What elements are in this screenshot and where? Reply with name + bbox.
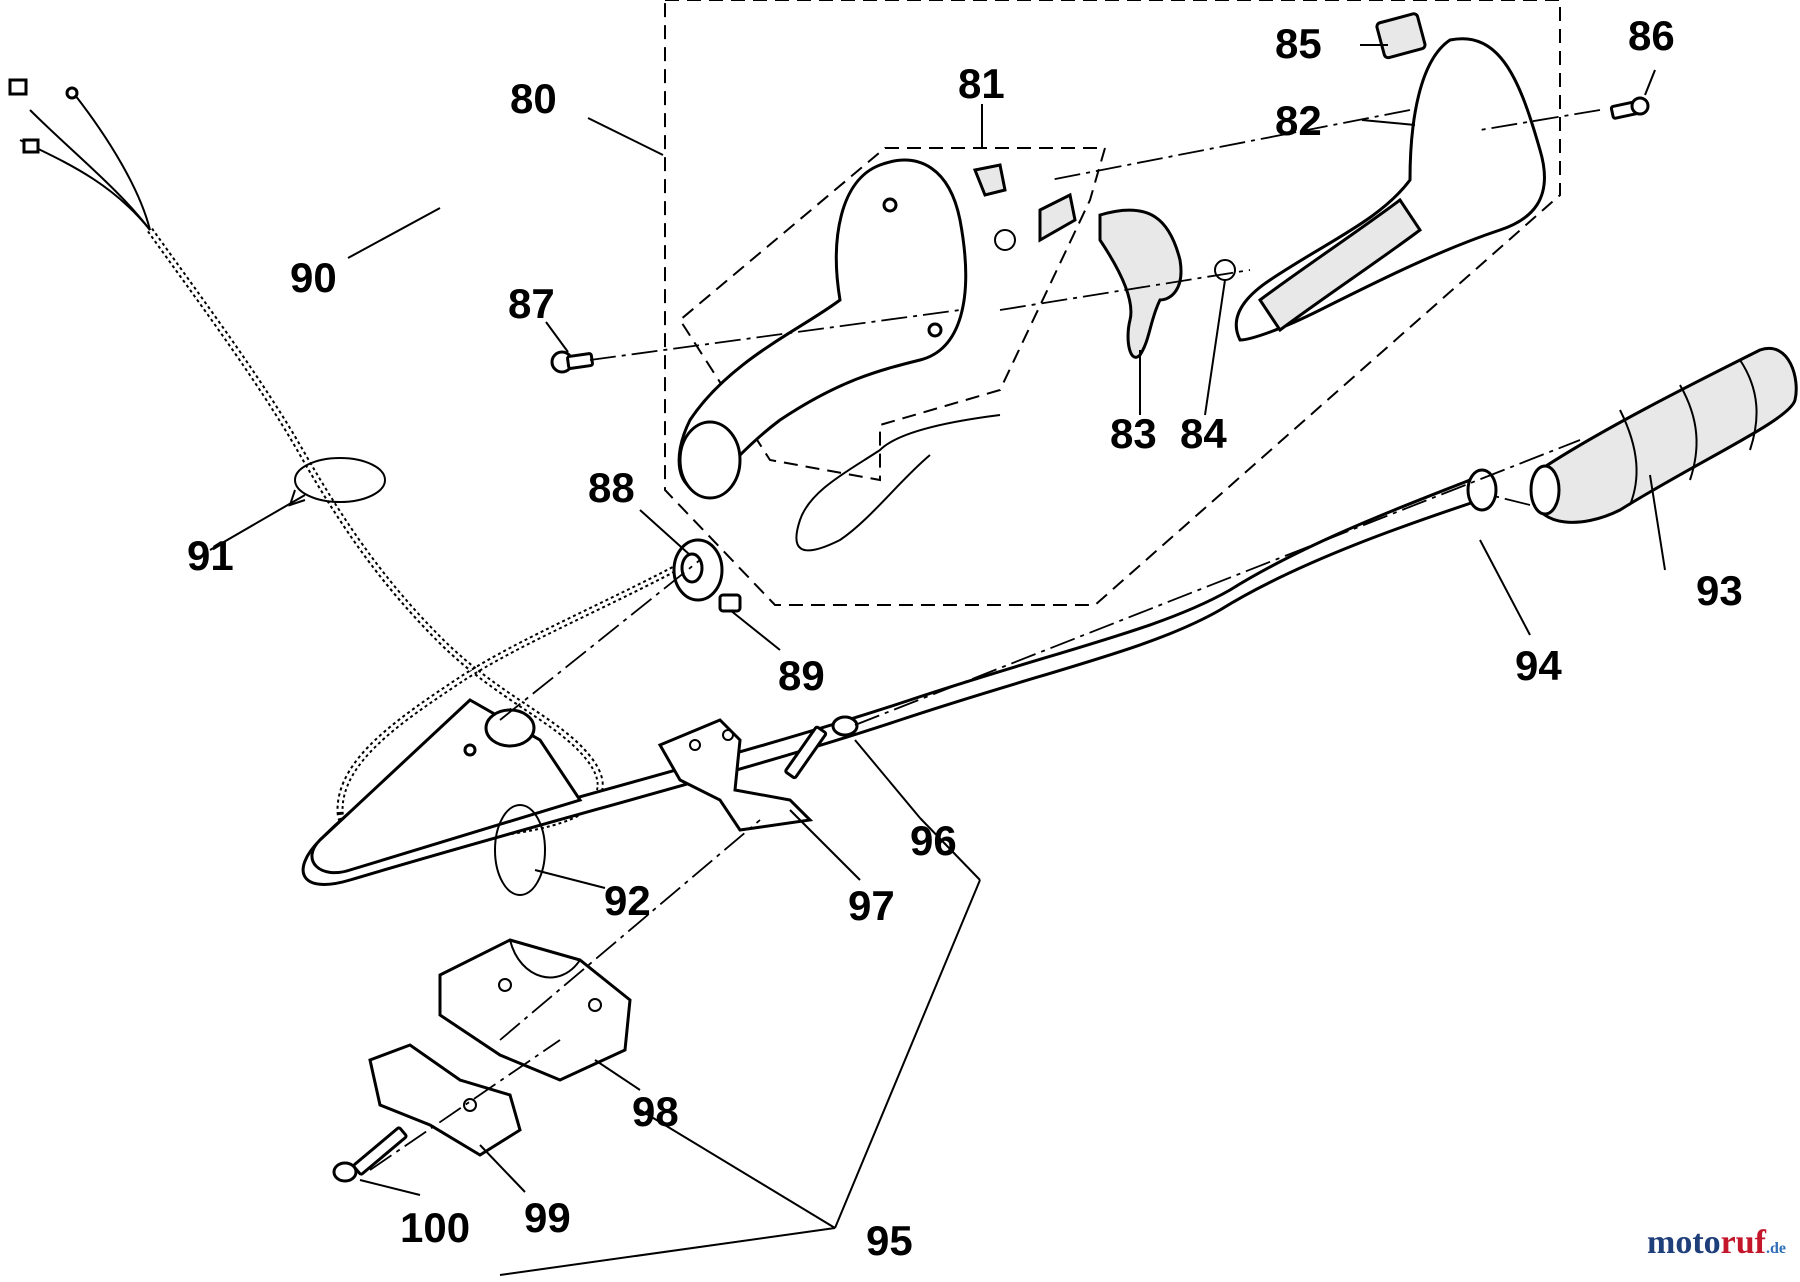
callout-94: 94 bbox=[1515, 642, 1562, 689]
watermark-part-b: ruf bbox=[1720, 1224, 1766, 1261]
trigger-83 bbox=[1098, 208, 1183, 359]
handle-housing-82 bbox=[1234, 37, 1546, 342]
callout-84: 84 bbox=[1180, 410, 1227, 457]
screw-100 bbox=[332, 1126, 408, 1183]
screw-89 bbox=[718, 593, 742, 613]
callout-88: 88 bbox=[588, 464, 635, 511]
callout-97: 97 bbox=[848, 882, 895, 929]
callout-89: 89 bbox=[778, 652, 825, 699]
cable-90 bbox=[8, 78, 702, 850]
screw-87 bbox=[550, 350, 594, 374]
lock-button bbox=[972, 163, 1007, 197]
cable-tie-91 bbox=[294, 457, 386, 503]
watermark-part-a: moto bbox=[1647, 1224, 1721, 1261]
assembly-boundary-80 bbox=[664, 0, 1561, 606]
nut-88 bbox=[672, 538, 724, 602]
lock-lever bbox=[1038, 192, 1077, 243]
callout-93: 93 bbox=[1696, 567, 1743, 614]
spring-icon bbox=[994, 229, 1016, 251]
callout-99: 99 bbox=[524, 1194, 571, 1241]
callout-91: 91 bbox=[187, 532, 234, 579]
watermark-logo: motoruf.de bbox=[1647, 1224, 1786, 1262]
callout-87: 87 bbox=[508, 280, 555, 327]
callout-80: 80 bbox=[510, 75, 557, 122]
spring-84 bbox=[1214, 259, 1236, 281]
screw-96 bbox=[784, 715, 859, 780]
leader-lines bbox=[209, 44, 1666, 1276]
callout-98: 98 bbox=[632, 1088, 679, 1135]
wire-terminal-icon bbox=[8, 78, 28, 96]
screw-86 bbox=[1609, 96, 1650, 120]
wire-terminal-icon bbox=[22, 138, 40, 154]
callout-85: 85 bbox=[1275, 20, 1322, 67]
handle-tube-arm bbox=[310, 698, 583, 875]
wire-terminal-icon bbox=[65, 86, 79, 100]
callout-96: 96 bbox=[910, 817, 957, 864]
watermark-part-c: .de bbox=[1766, 1240, 1786, 1257]
callout-95: 95 bbox=[866, 1217, 913, 1264]
callout-86: 86 bbox=[1628, 12, 1675, 59]
callout-81: 81 bbox=[958, 60, 1005, 107]
callout-82: 82 bbox=[1275, 97, 1322, 144]
grip-93 bbox=[1529, 346, 1798, 524]
clamp-ring-92 bbox=[494, 804, 546, 896]
callout-92: 92 bbox=[604, 877, 651, 924]
callout-83: 83 bbox=[1110, 410, 1157, 457]
plate-99 bbox=[368, 1043, 522, 1157]
switch-85 bbox=[1375, 12, 1427, 60]
callout-100: 100 bbox=[400, 1204, 470, 1251]
handle-housing-81 bbox=[677, 158, 968, 500]
assembly-boundary-81 bbox=[678, 147, 1107, 482]
callout-90: 90 bbox=[290, 254, 337, 301]
